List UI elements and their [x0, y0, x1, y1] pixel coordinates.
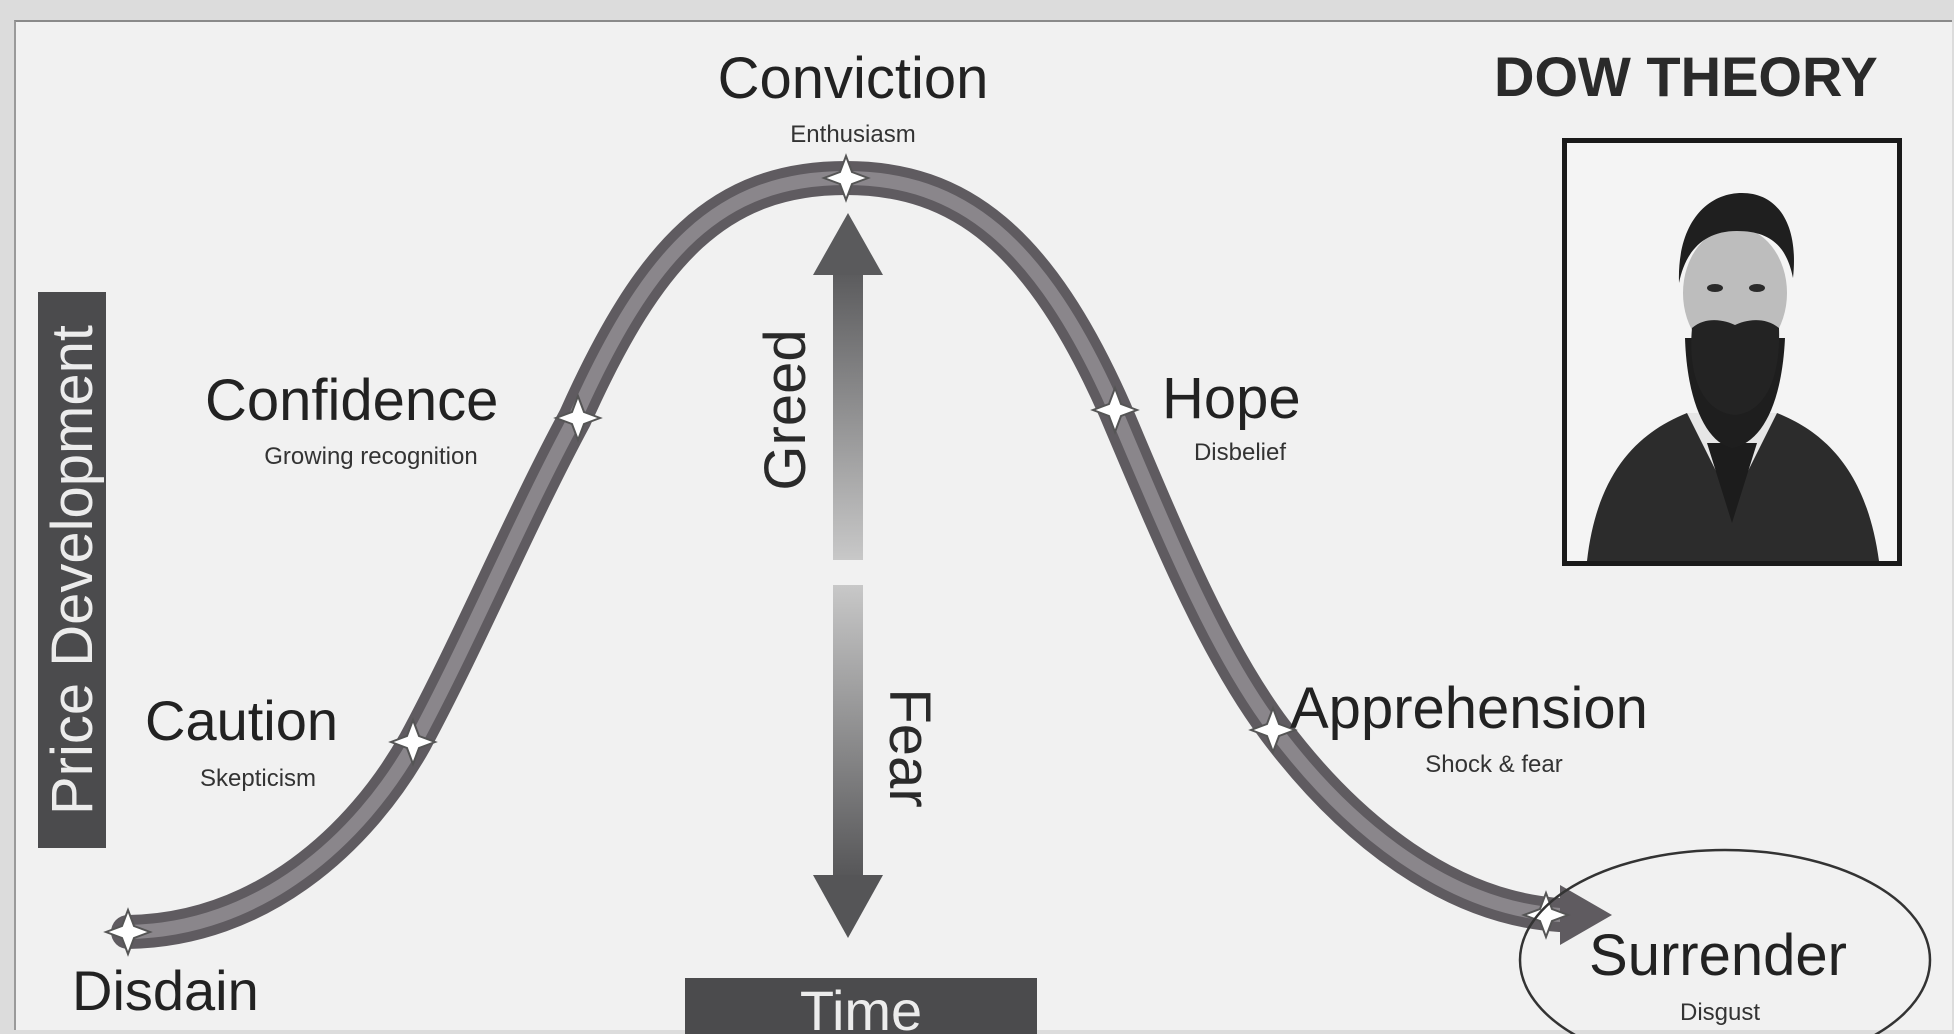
- phase-disdain-label: Disdain: [72, 959, 259, 1022]
- portrait-photo-icon: [1567, 143, 1897, 561]
- x-axis-label: Time: [800, 979, 922, 1034]
- star-marker-confidence: [553, 393, 603, 443]
- greed-arrow-shaft: [833, 270, 863, 560]
- surrender-ellipse: [1518, 848, 1932, 1034]
- star-marker-apprehension: [1248, 705, 1298, 755]
- phase-conviction-label: Conviction: [718, 46, 989, 111]
- star-marker-disdain: [103, 907, 153, 957]
- star-marker-surrender: [1521, 890, 1571, 940]
- greed-label: Greed: [753, 329, 818, 490]
- y-axis-label-box: [38, 292, 106, 848]
- phase-hope-label: Hope: [1162, 366, 1301, 431]
- fear-label: Fear: [877, 688, 942, 807]
- fear-arrow-head: [813, 875, 883, 938]
- phase-caution-label: Caution: [145, 689, 338, 752]
- y-axis-label: Price Development: [40, 325, 105, 815]
- phase-apprehension-sub: Shock & fear: [1425, 751, 1562, 778]
- phase-apprehension-label: Apprehension: [1290, 676, 1648, 741]
- phase-conviction-sub: Enthusiasm: [790, 121, 915, 148]
- greed-arrow-head: [813, 213, 883, 275]
- fear-arrow-shaft: [833, 585, 863, 880]
- phase-caution-sub: Skepticism: [200, 765, 316, 792]
- x-axis-label-box: [685, 978, 1037, 1034]
- diagram-title: DOW THEORY: [1494, 45, 1878, 108]
- star-marker-conviction: [821, 153, 871, 203]
- phase-surrender-sub: Disgust: [1680, 999, 1760, 1026]
- phase-markers: [103, 153, 1571, 957]
- curve-end-arrow: [1560, 885, 1612, 945]
- star-marker-caution: [388, 717, 438, 767]
- phase-hope-sub: Disbelief: [1194, 439, 1286, 466]
- phase-confidence-sub: Growing recognition: [264, 443, 477, 470]
- star-marker-hope: [1090, 385, 1140, 435]
- phase-confidence-label: Confidence: [205, 368, 498, 433]
- portrait-frame: [1562, 138, 1902, 566]
- phase-surrender-label: Surrender: [1589, 923, 1847, 988]
